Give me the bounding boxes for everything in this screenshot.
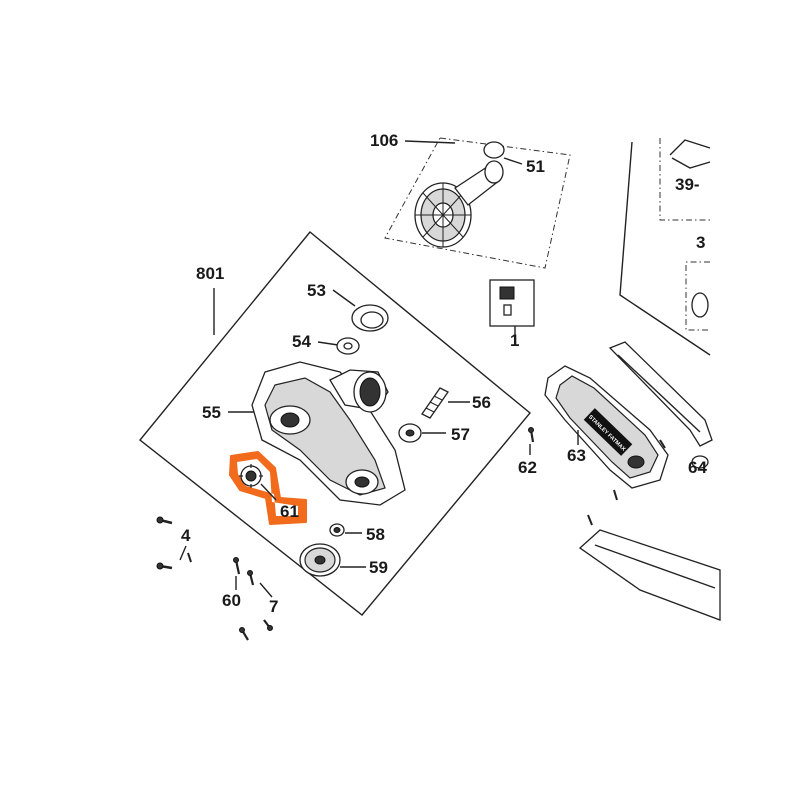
callout-62: 62 (518, 458, 537, 477)
armature-assembly: 106 51 (370, 131, 571, 269)
callout-55: 55 (202, 403, 221, 422)
chain-belt-64: 64 (608, 341, 713, 477)
screws-group: 4 60 7 (156, 516, 278, 641)
callout-1: 1 (510, 331, 519, 350)
callout-61: 61 (280, 502, 299, 521)
screw-icon (233, 557, 273, 641)
callout-106: 106 (370, 131, 398, 150)
callout-56: 56 (472, 393, 491, 412)
worm-shaft-icon (421, 387, 449, 419)
callout-7: 7 (269, 597, 278, 616)
drive-gear-icon (299, 543, 341, 577)
right-partial-assembly: 39- 3 (619, 138, 711, 356)
bearing-ring-icon (351, 304, 389, 332)
callout-64: 64 (688, 458, 707, 477)
callout-801: 801 (196, 264, 224, 283)
callout-39: 39- (675, 175, 700, 194)
bearing-icon (398, 423, 422, 443)
guide-bar (578, 529, 721, 621)
callout-59: 59 (369, 558, 388, 577)
callout-63: 63 (567, 446, 586, 465)
washer-icon (336, 337, 360, 355)
screw-icon (156, 516, 192, 570)
brush-part: 1 (489, 279, 535, 350)
gearbox-assembly-801: 801 53 54 55 (139, 231, 531, 616)
callout-58: 58 (366, 525, 385, 544)
callout-51: 51 (526, 157, 545, 176)
callout-3: 3 (696, 233, 705, 252)
armature-fan-icon (414, 141, 505, 248)
callout-54: 54 (292, 332, 311, 351)
side-cover-63: STANLEY FATMAX 63 (544, 365, 669, 526)
callout-60: 60 (222, 591, 241, 610)
small-bearing-icon (329, 523, 345, 537)
callout-4: 4 (181, 526, 191, 545)
screw-62: 62 (518, 427, 537, 477)
callout-57: 57 (451, 425, 470, 444)
pinion-gear-icon (239, 464, 263, 488)
callout-53: 53 (307, 281, 326, 300)
gearbox-housing-icon (251, 361, 406, 506)
